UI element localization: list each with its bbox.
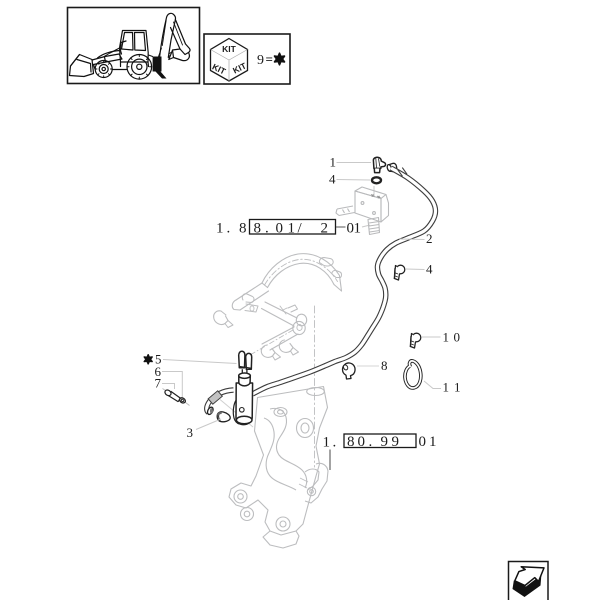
svg-text:0: 0 [419,434,427,450]
svg-text:0: 0 [276,221,284,237]
svg-text:KIT: KIT [222,44,237,54]
svg-text:7: 7 [155,376,162,391]
svg-text:1: 1 [354,221,362,237]
svg-text:1: 1 [216,221,224,237]
svg-text:1: 1 [429,434,437,450]
svg-text:1: 1 [323,435,331,451]
svg-text:8: 8 [239,221,247,237]
svg-text:4: 4 [426,262,433,277]
svg-text:1: 1 [330,155,337,170]
svg-text:3: 3 [187,425,194,440]
svg-text:2: 2 [321,221,329,237]
svg-text:8: 8 [254,221,262,237]
svg-text:1: 1 [288,221,296,237]
svg-text:1: 1 [454,380,461,395]
svg-text:8: 8 [381,358,388,373]
svg-text:5: 5 [155,352,162,367]
svg-text:/: / [298,221,303,237]
svg-text:9: 9 [392,434,400,450]
svg-text:.: . [333,435,337,451]
svg-text:1: 1 [443,380,450,395]
svg-text:.: . [265,221,269,237]
svg-text:6: 6 [155,364,162,379]
svg-text:=: = [266,52,273,67]
svg-text:0: 0 [454,330,461,345]
svg-text:4: 4 [329,172,336,187]
svg-text:9: 9 [381,434,389,450]
svg-text:8: 8 [347,434,355,450]
svg-text:9: 9 [257,53,264,68]
svg-text:.: . [369,434,373,450]
svg-text:1: 1 [443,330,450,345]
svg-text:.: . [227,221,231,237]
svg-text:2: 2 [426,231,433,246]
svg-text:0: 0 [347,221,355,237]
svg-text:0: 0 [358,434,366,450]
